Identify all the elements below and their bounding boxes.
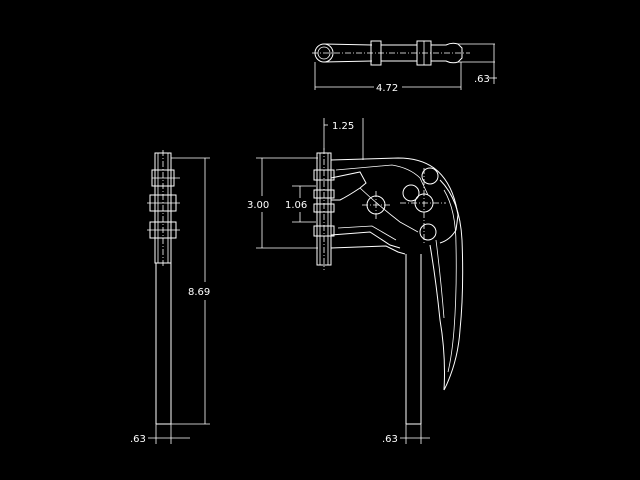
dim-top-height-text: .63 <box>474 74 490 85</box>
top-view <box>312 40 495 66</box>
dim-handle-width-text: .63 <box>382 434 398 445</box>
dim-side-width-text: .63 <box>130 434 146 445</box>
dim-height-total-text: 3.00 <box>247 200 269 211</box>
dim-top-width-text: 4.72 <box>376 83 398 94</box>
dim-side-length: 8.69 <box>188 158 210 424</box>
front-view <box>313 148 464 425</box>
dim-side-width: .63 <box>130 424 190 445</box>
dim-height-total: 3.00 <box>247 157 318 249</box>
dim-top-height: .63 <box>474 44 497 85</box>
dim-jaw-width-text: 1.25 <box>332 121 354 132</box>
dim-top-width: 4.72 <box>314 62 462 94</box>
dim-handle-width: .63 <box>382 424 430 445</box>
side-view <box>147 150 210 425</box>
dim-side-length-text: 8.69 <box>188 287 210 298</box>
dim-jaw-width: 1.25 <box>323 118 364 160</box>
dim-hole-spacing-text: 1.06 <box>285 200 307 211</box>
dim-hole-spacing: 1.06 <box>285 185 316 223</box>
